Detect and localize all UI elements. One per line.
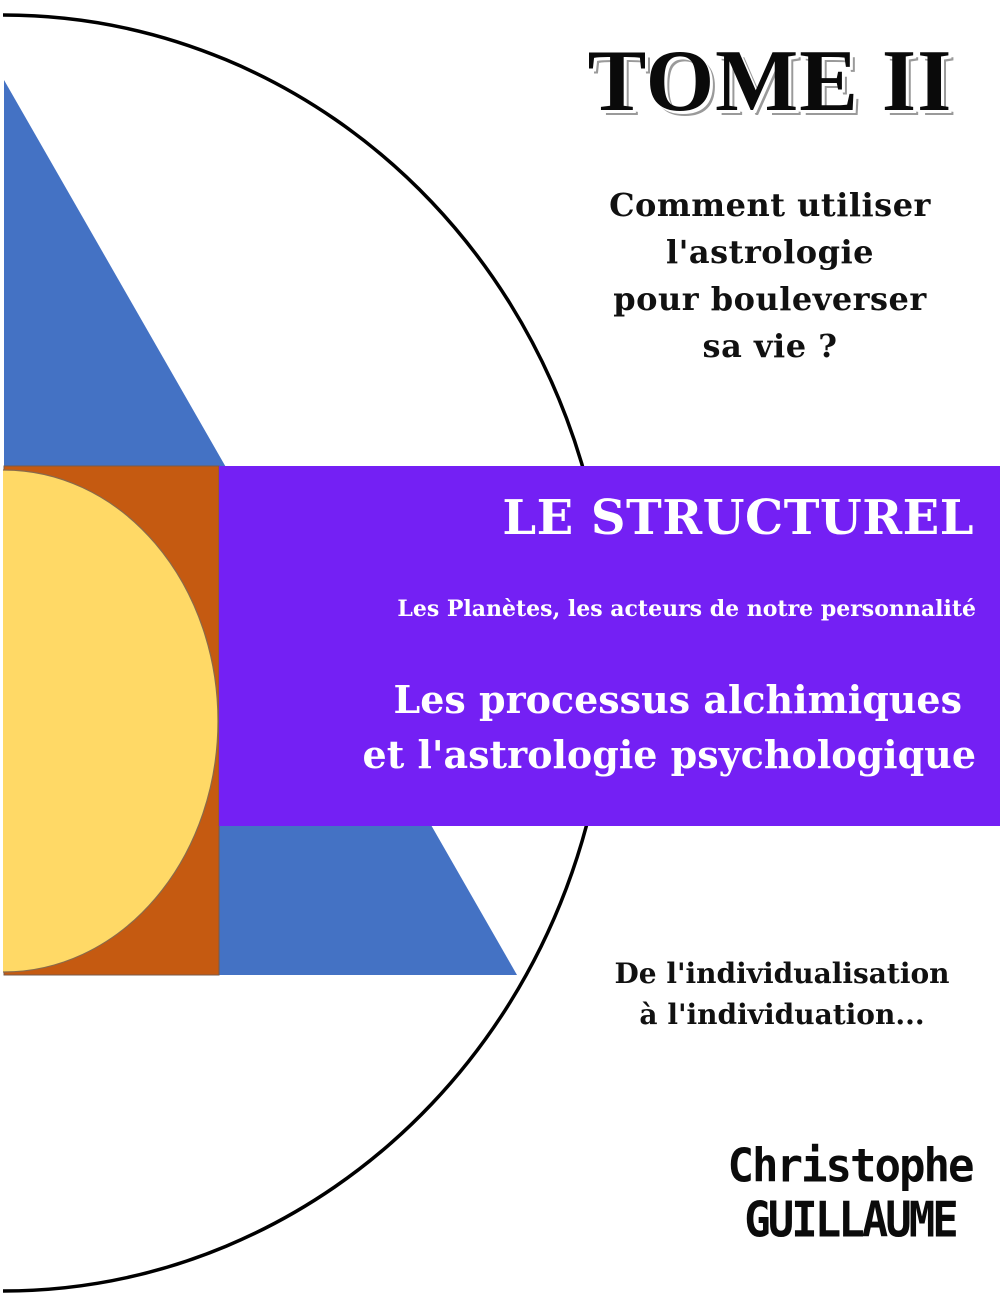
main-title-line: et l'astrologie psychologique: [362, 732, 976, 777]
tagline-line: à l'individuation...: [639, 998, 925, 1031]
question-line: pour bouleverser: [613, 280, 927, 318]
question-line: Comment utiliser: [609, 186, 931, 224]
author-last-name: GUILLAUME: [744, 1191, 958, 1249]
author-name: Christophe GUILLAUME: [715, 1139, 985, 1249]
purple-band: [219, 466, 1000, 826]
volume-label: TOME II: [587, 33, 953, 130]
tagline-line: De l'individualisation: [614, 957, 950, 990]
left-margin: [0, 0, 3, 1294]
question-line: sa vie ?: [702, 327, 838, 365]
question-line: l'astrologie: [665, 233, 875, 271]
subtitle: Les Planètes, les acteurs de notre perso…: [397, 596, 976, 622]
yellow-semicircle: [0, 469, 219, 973]
tagline: De l'individualisation à l'individuation…: [572, 953, 992, 1035]
cover-question: Comment utiliser l'astrologie pour boule…: [560, 182, 980, 370]
main-title: Les processus alchimiques et l'astrologi…: [363, 672, 976, 782]
series-title: LE STRUCTUREL: [502, 490, 974, 546]
author-first-name: Christophe: [727, 1139, 975, 1194]
main-title-line: Les processus alchimiques: [393, 677, 962, 722]
